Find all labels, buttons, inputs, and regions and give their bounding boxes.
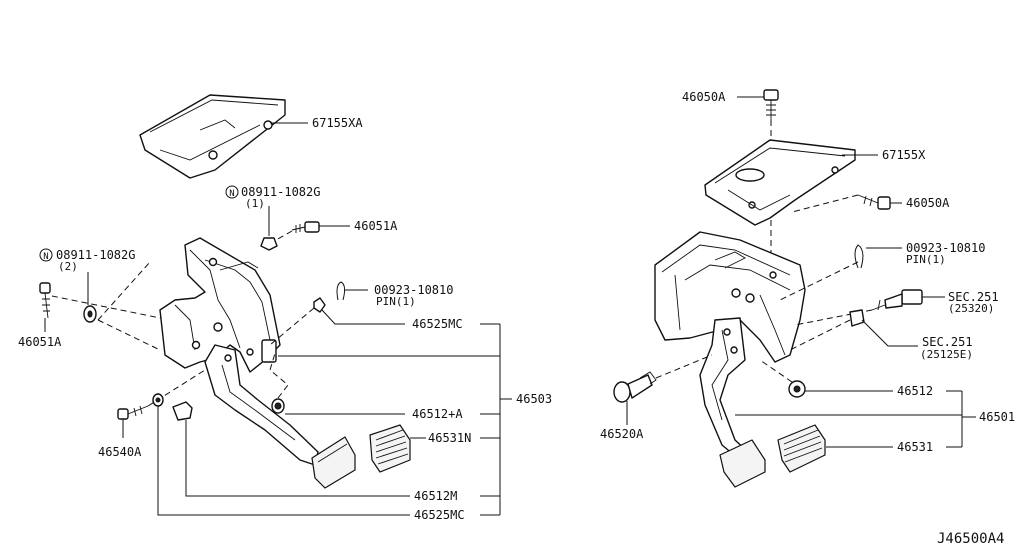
pin-right-drawing (779, 244, 902, 301)
right-pedal-pad-drawing (719, 439, 766, 488)
label-bolt-pivot: 46520A (600, 427, 644, 441)
label-pin-left: 00923-10810 (374, 283, 453, 297)
bolt-upper-drawing (275, 221, 350, 241)
label-nut-upper: 08911-1082G (241, 185, 320, 199)
label-pad-right: 46531 (897, 440, 933, 454)
label-switch-25125e-sub: (25125E) (920, 348, 973, 361)
label-assembly-46503: 46503 (516, 392, 552, 406)
label-pin-right-qty: PIN(1) (906, 253, 946, 266)
stopper-lower-drawing (172, 401, 193, 421)
switch-25125e-drawing (789, 309, 918, 351)
label-switch-25320-sub: (25320) (948, 302, 994, 315)
bolt-left-drawing (39, 282, 51, 332)
label-switch-25125e: SEC.251 (922, 335, 973, 349)
label-bracket-67155x: 67155X (882, 148, 926, 162)
label-bracket-67155xa: 67155XA (312, 116, 363, 130)
stopper-left-drawing (269, 349, 405, 415)
pin-left-drawing (336, 281, 368, 301)
left-pedal-bracket-drawing (159, 237, 281, 373)
label-stopper-lower: 46512M (414, 489, 457, 503)
clip-top-drawing (313, 297, 405, 325)
label-clip-top: 46525MC (412, 317, 463, 331)
label-nut-upper-qty: (1) (245, 197, 265, 210)
left-pedal-pad-drawing (311, 436, 356, 489)
nut-left-drawing: N (39, 248, 97, 323)
label-bolt-top: 46050A (682, 90, 726, 104)
bolt-pivot-drawing (613, 354, 713, 425)
label-switch-25320: SEC.251 (948, 290, 999, 304)
nut-upper-drawing: N (225, 185, 278, 251)
right-pad-spare-drawing (777, 424, 826, 473)
label-bolt-lower: 46540A (98, 445, 142, 459)
bracket-67155xa-drawing (139, 94, 286, 179)
left-pad-spare-drawing (369, 424, 411, 473)
nut-lower-drawing (152, 393, 164, 407)
right-pedal-arm-drawing (699, 317, 749, 461)
switch-25320-drawing (794, 289, 945, 326)
left-pedal-assembly: N N (39, 94, 512, 516)
right-pedal-assembly (613, 89, 976, 488)
label-nut-left-qty: (2) (58, 260, 78, 273)
label-clip-bottom: 46525MC (414, 508, 465, 522)
bolt-side-drawing (791, 194, 902, 213)
right-pedal-bracket-drawing (654, 231, 806, 363)
label-bolt-left: 46051A (18, 335, 62, 349)
label-stopper-right: 46512 (897, 384, 933, 398)
svg-text:N: N (43, 252, 48, 262)
label-stopper-left: 46512+A (412, 407, 463, 421)
drawing-code: J46500A4 (937, 531, 1004, 546)
label-bolt-upper: 46051A (354, 219, 398, 233)
stopper-right-drawing (759, 359, 893, 398)
bracket-67155x-drawing (704, 139, 878, 226)
svg-text:N: N (229, 189, 234, 199)
label-assembly-46501: 46501 (979, 410, 1015, 424)
label-pin-left-qty: PIN(1) (376, 295, 416, 308)
label-pad-left: 46531N (428, 431, 471, 445)
label-bolt-side: 46050A (906, 196, 950, 210)
label-nut-left: 08911-1082G (56, 248, 135, 262)
label-pin-right: 00923-10810 (906, 241, 985, 255)
